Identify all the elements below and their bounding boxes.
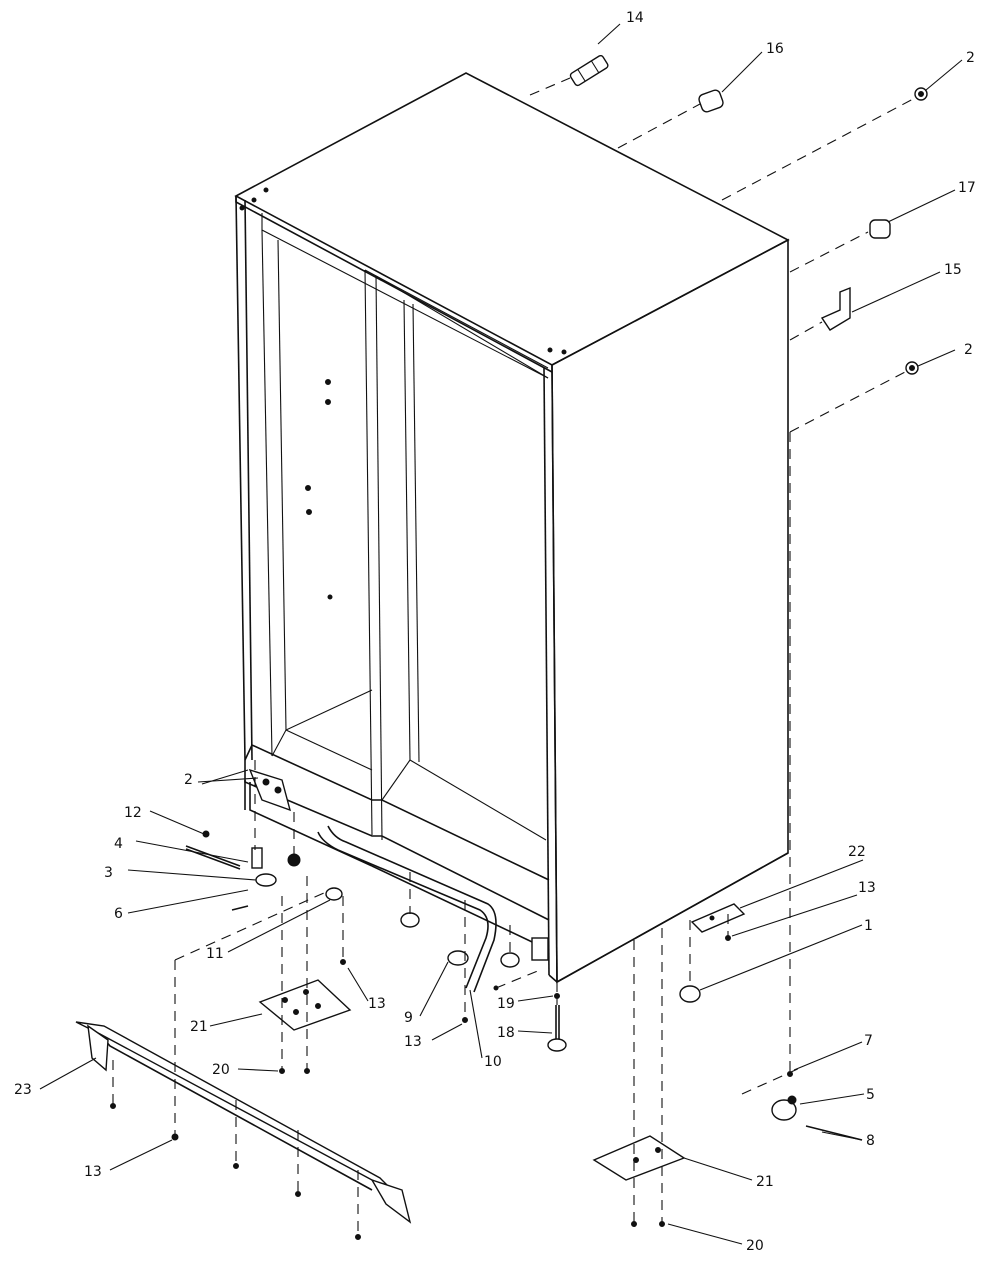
callout-13-c: 13 — [404, 1034, 422, 1050]
callout-16: 16 — [766, 41, 784, 57]
callout-2-top: 2 — [966, 50, 975, 66]
assembly-lines — [112, 77, 916, 1237]
callout-2-bottom: 2 — [184, 772, 193, 788]
callout-20-right: 20 — [746, 1238, 764, 1254]
callout-18: 18 — [497, 1025, 515, 1041]
callout-20-left: 20 — [212, 1062, 230, 1078]
callout-9: 9 — [404, 1010, 413, 1026]
callout-14: 14 — [626, 10, 644, 26]
lower-hardware — [171, 768, 863, 1227]
callout-11: 11 — [206, 946, 224, 962]
callout-22: 22 — [848, 844, 866, 860]
callout-5: 5 — [866, 1087, 875, 1103]
callout-23: 23 — [14, 1082, 32, 1098]
callout-21-left: 21 — [190, 1019, 208, 1035]
leader-lines — [39, 23, 963, 1245]
callout-17: 17 — [958, 180, 976, 196]
callout-8: 8 — [866, 1133, 875, 1149]
callout-13-a: 13 — [368, 996, 386, 1012]
callout-12: 12 — [124, 805, 142, 821]
upper-parts — [239, 54, 928, 375]
cabinet-shell — [234, 72, 790, 984]
callout-10: 10 — [484, 1054, 502, 1070]
callout-3: 3 — [104, 865, 113, 881]
callout-6: 6 — [114, 906, 123, 922]
callout-21-right: 21 — [756, 1174, 774, 1190]
callout-7: 7 — [864, 1033, 873, 1049]
callout-19: 19 — [497, 996, 515, 1012]
callout-15: 15 — [944, 262, 962, 278]
callout-13-b: 13 — [84, 1164, 102, 1180]
callout-1: 1 — [864, 918, 873, 934]
callout-4: 4 — [114, 836, 123, 852]
callout-2-mid: 2 — [964, 342, 973, 358]
kick-plate — [75, 1021, 412, 1240]
callout-13-d: 13 — [858, 880, 876, 896]
callout-labels: 14 16 2 17 15 2 2 12 4 3 6 11 13 21 20 2… — [14, 10, 976, 1254]
